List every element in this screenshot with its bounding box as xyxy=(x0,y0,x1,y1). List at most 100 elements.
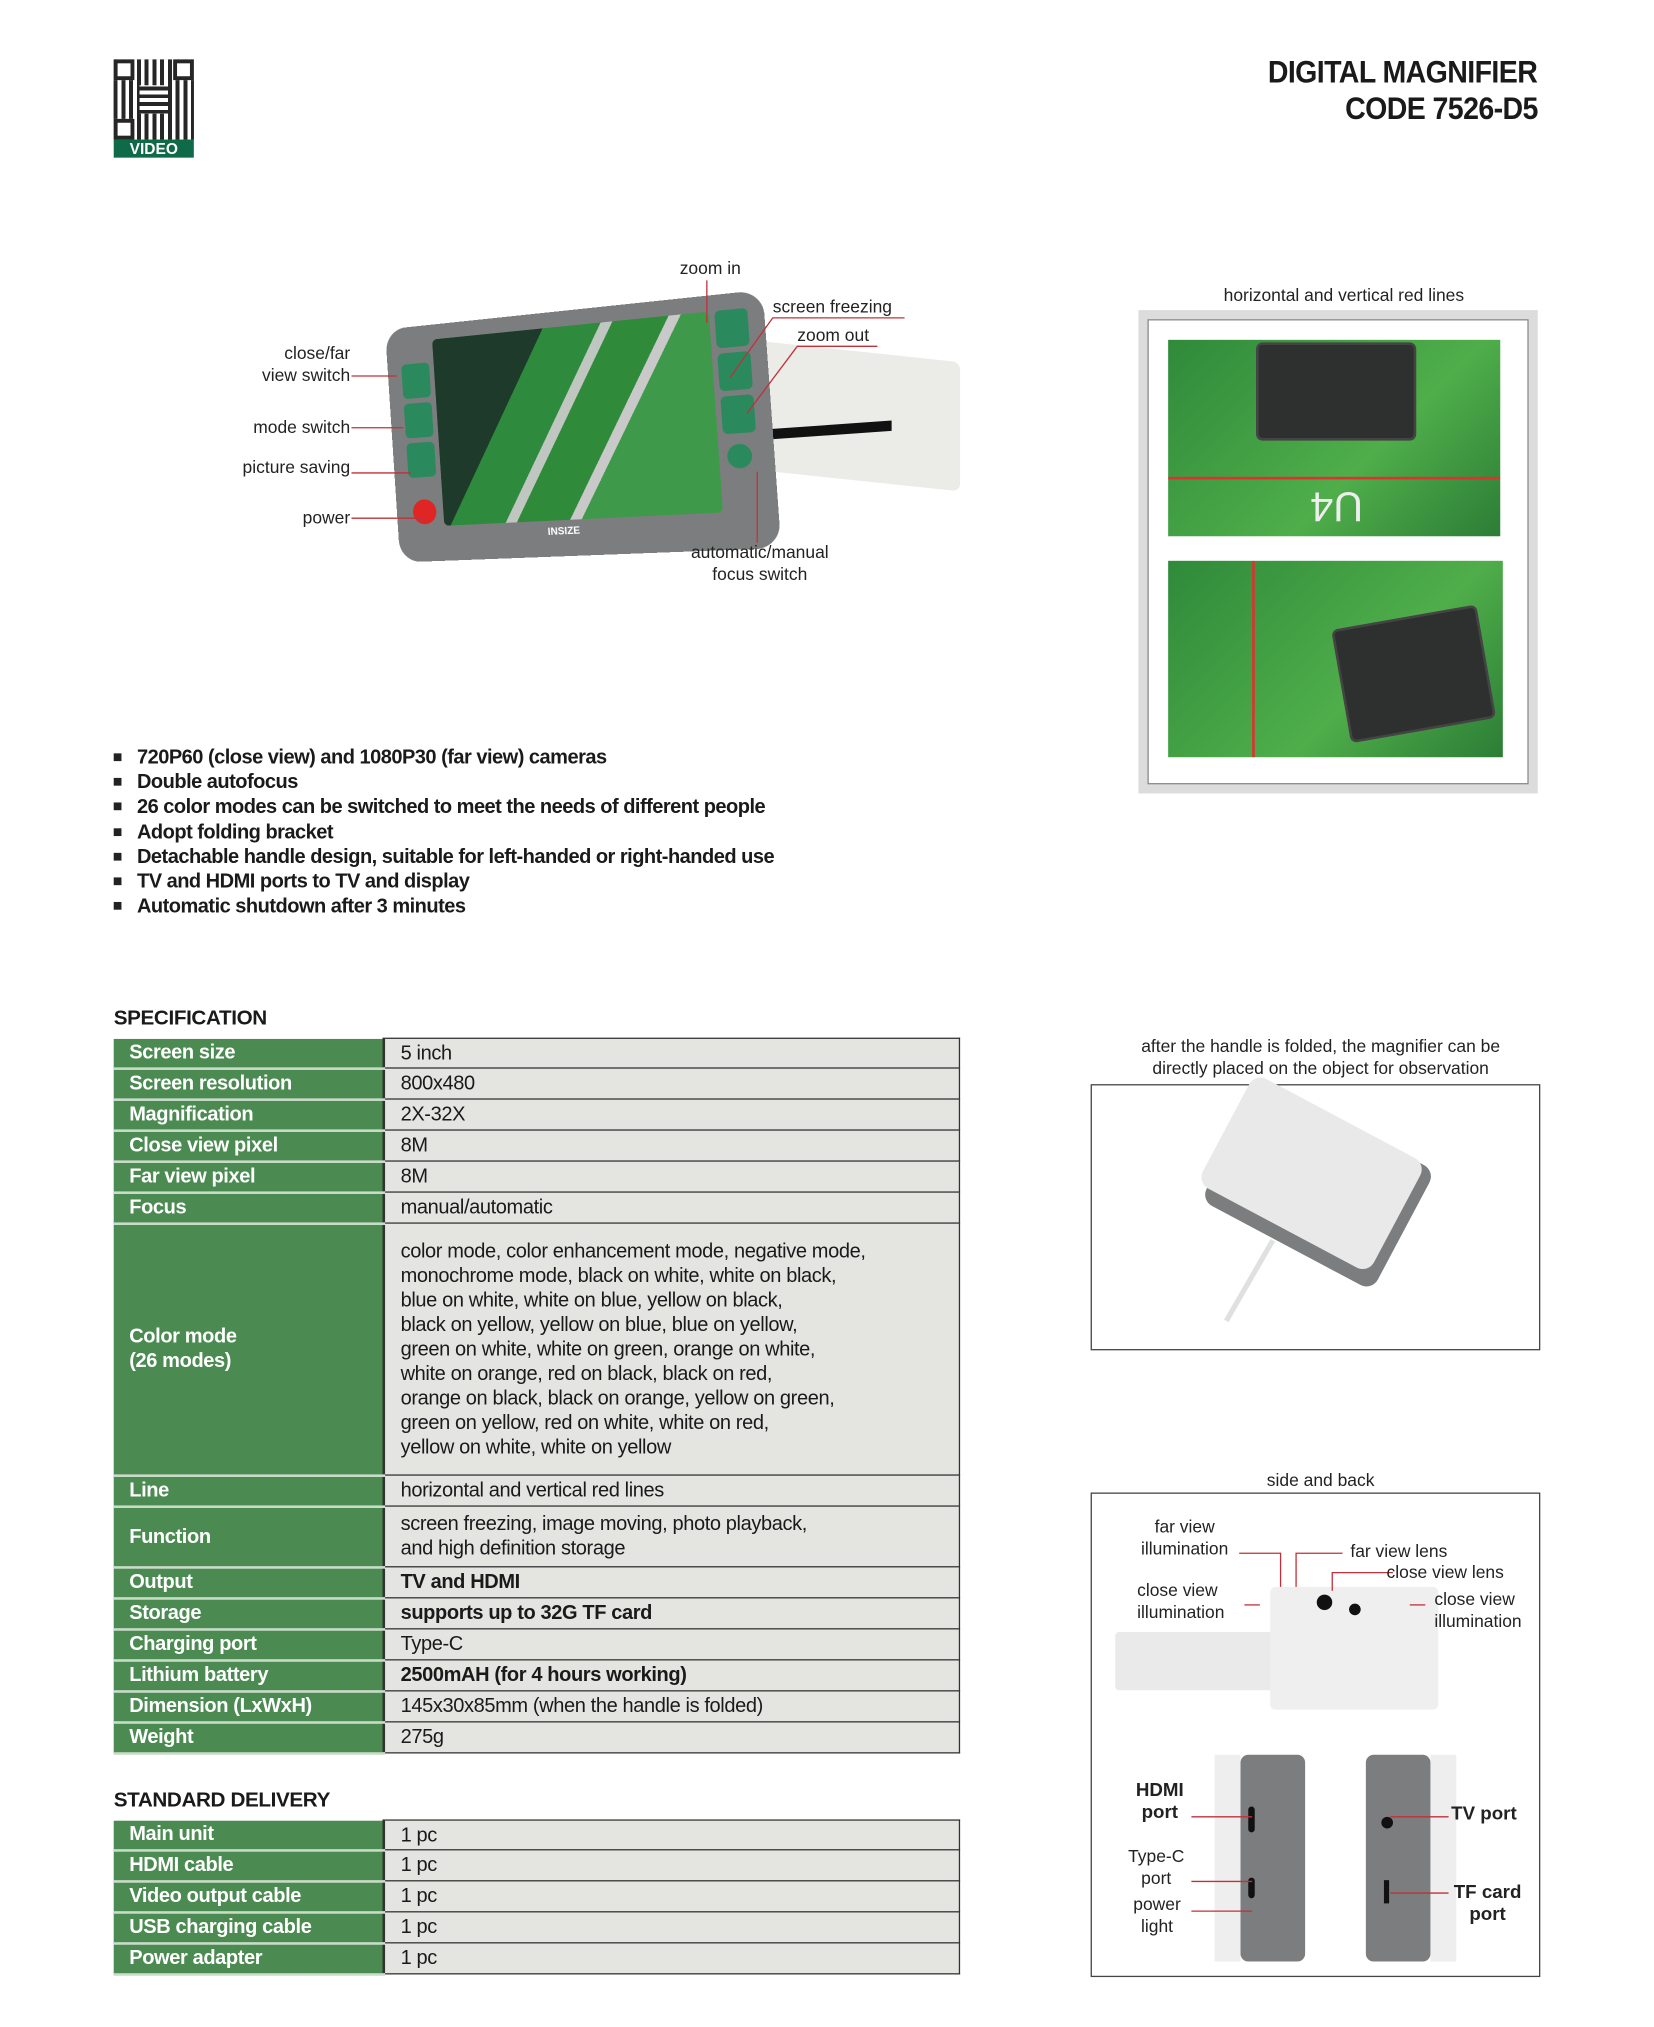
bullet-icon xyxy=(113,753,122,762)
feature-text: 26 color modes can be switched to meet t… xyxy=(136,796,766,819)
row-label: Lithium battery xyxy=(113,1659,384,1693)
table-row: Color mode (26 modes)color mode, color e… xyxy=(113,1222,961,1477)
row-value: 5 inch xyxy=(382,1037,961,1069)
row-value: 145x30x85mm (when the handle is folded) xyxy=(382,1690,961,1723)
feature-item: Adopt folding bracket xyxy=(113,820,774,845)
row-value: 1 pc xyxy=(382,1819,961,1851)
leader-lines xyxy=(351,280,905,543)
row-label: Dimension (LxWxH) xyxy=(113,1690,384,1724)
row-value: color mode, color enhancement mode, nega… xyxy=(382,1222,961,1476)
page-title: DIGITAL MAGNIFIER xyxy=(1268,55,1538,91)
pcb-image-horizontal-line: U4 xyxy=(1168,339,1501,537)
bullet-icon xyxy=(113,902,122,910)
video-badge: VIDEO xyxy=(113,139,194,158)
label-power: power xyxy=(302,507,351,528)
feature-item: Detachable handle design, suitable for l… xyxy=(113,845,775,870)
feature-item: Automatic shutdown after 3 minutes xyxy=(113,894,774,919)
row-value: 800x480 xyxy=(382,1067,961,1100)
row-value: 2500mAH (for 4 hours working) xyxy=(382,1659,961,1692)
row-label: Power adapter xyxy=(113,1942,384,1976)
row-value: 1 pc xyxy=(382,1942,961,1975)
row-label: Close view pixel xyxy=(113,1130,384,1163)
feature-item: TV and HDMI ports to TV and display xyxy=(113,870,774,895)
row-value: 2X-32X xyxy=(382,1098,961,1131)
row-value: supports up to 32G TF card xyxy=(382,1597,961,1630)
table-row: Dimension (LxWxH)145x30x85mm (when the h… xyxy=(113,1690,961,1724)
feature-text: TV and HDMI ports to TV and display xyxy=(136,870,470,893)
back-view xyxy=(1115,1586,1439,1710)
feature-item: Double autofocus xyxy=(113,770,774,795)
qr-code[interactable] xyxy=(113,59,194,140)
row-value: 1 pc xyxy=(382,1880,961,1913)
pcb-image-vertical-line xyxy=(1168,560,1503,758)
label-zoom-in: zoom in xyxy=(679,258,741,278)
bullet-icon xyxy=(113,877,122,886)
row-value: 8M xyxy=(382,1160,961,1193)
feature-text: Automatic shutdown after 3 minutes xyxy=(136,895,466,918)
bullet-icon xyxy=(113,778,122,786)
side-view-right xyxy=(1365,1754,1457,1962)
product-code: CODE 7526-D5 xyxy=(1345,91,1538,127)
label-far-view-lens: far view lens xyxy=(1350,1541,1448,1561)
folded-image xyxy=(1090,1073,1541,1351)
feature-text: Double autofocus xyxy=(136,771,298,794)
side-back-caption: side and back xyxy=(1266,1470,1375,1490)
row-value: 275g xyxy=(382,1721,961,1754)
row-label: Main unit xyxy=(113,1820,384,1852)
row-label: Screen size xyxy=(113,1038,384,1070)
row-label: Charging port xyxy=(113,1628,384,1662)
row-value: 1 pc xyxy=(382,1911,961,1944)
row-value: manual/automatic xyxy=(382,1191,961,1224)
row-label: Storage xyxy=(113,1597,384,1631)
label-tv-port: TV port xyxy=(1451,1803,1517,1825)
row-label: Magnification xyxy=(113,1099,384,1132)
row-label: Output xyxy=(113,1566,384,1600)
row-value: 1 pc xyxy=(382,1849,961,1882)
row-label: Function xyxy=(113,1506,384,1569)
feature-text: Adopt folding bracket xyxy=(136,821,334,844)
row-label: USB charging cable xyxy=(113,1911,384,1945)
row-label: Far view pixel xyxy=(113,1161,384,1194)
row-value: screen freezing, image moving, photo pla… xyxy=(382,1505,961,1568)
row-label: Line xyxy=(113,1475,384,1508)
close-view-lens-icon xyxy=(1349,1603,1361,1616)
label-zoom-out: zoom out xyxy=(797,325,870,346)
label-picture-saving: picture saving xyxy=(242,457,351,477)
feature-item: 26 color modes can be switched to meet t… xyxy=(113,795,774,820)
row-value: horizontal and vertical red lines xyxy=(382,1474,961,1507)
feature-list: 720P60 (close view) and 1080P30 (far vie… xyxy=(113,746,775,920)
row-label: Screen resolution xyxy=(113,1068,384,1101)
label-screen-freezing: screen freezing xyxy=(772,297,893,317)
row-value: 8M xyxy=(382,1129,961,1162)
feature-text: 720P60 (close view) and 1080P30 (far vie… xyxy=(136,746,607,769)
label-close-view-lens: close view lens xyxy=(1386,1562,1504,1582)
red-lines-caption: horizontal and vertical red lines xyxy=(1223,285,1465,305)
